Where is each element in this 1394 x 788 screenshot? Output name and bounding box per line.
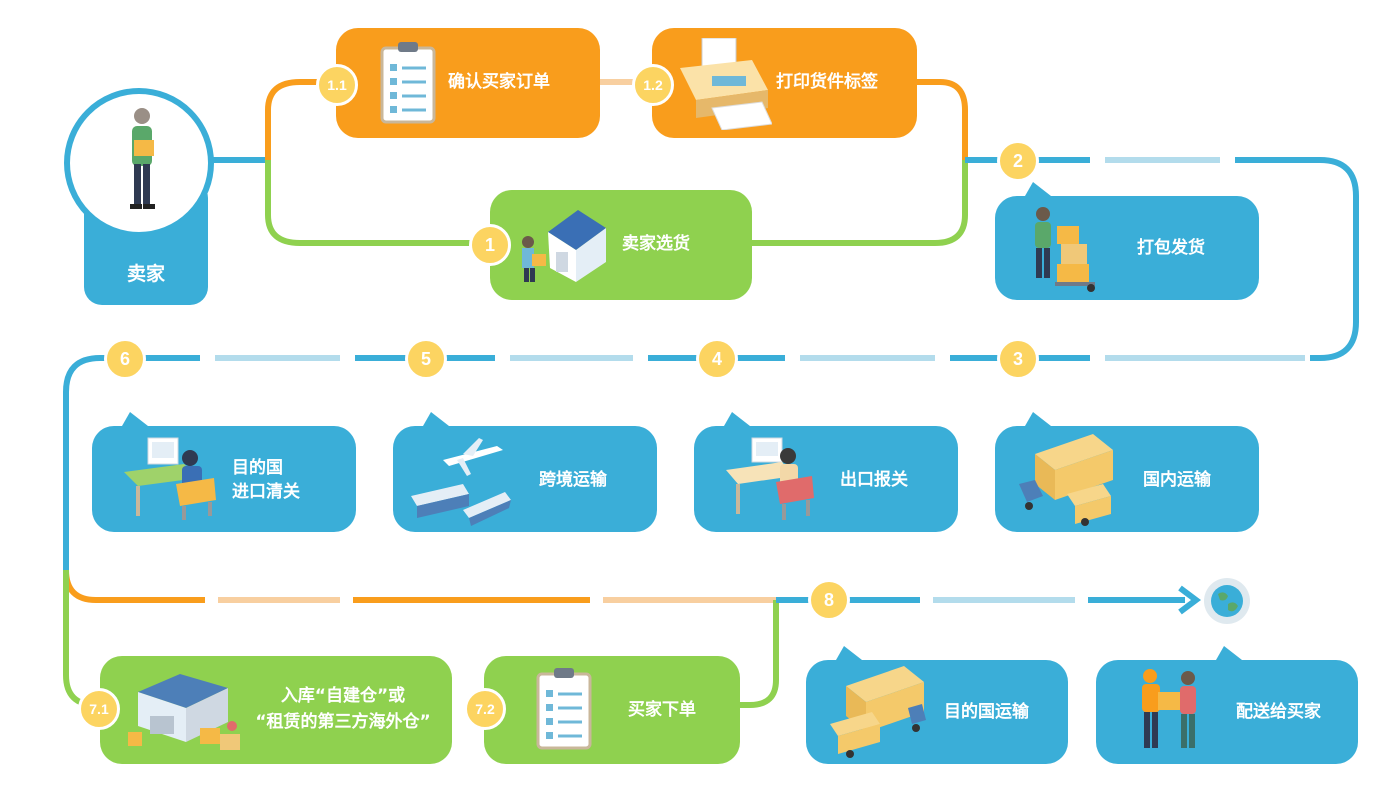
step-7-2-card: 买家下单	[484, 656, 740, 764]
customs-officer-desk-icon	[124, 437, 216, 520]
step-8-badge: 8	[808, 579, 850, 621]
arrow-head	[1178, 585, 1201, 615]
step-7-1-label-line1: 入库“自建仓”或	[280, 686, 406, 706]
step-1-1-label: 确认买家订单	[448, 72, 550, 92]
step-4-label: 出口报关	[840, 470, 908, 490]
step-2-badge: 2	[997, 140, 1039, 182]
step-1-2-badge: 1.2	[632, 64, 674, 106]
step-1-2-label: 打印货件标签	[776, 72, 878, 92]
plane-train-ship-icon	[411, 438, 511, 526]
step-4-card: 出口报关	[694, 412, 958, 532]
green-branch-line	[265, 160, 490, 246]
step-6-card: 目的国 进口清关	[92, 412, 356, 532]
step-3-card: 国内运输	[995, 412, 1259, 532]
step-6-badge: 6	[104, 338, 146, 380]
step-6-label-line2: 进口清关	[232, 482, 300, 502]
step-5-badge: 5	[405, 338, 447, 380]
step-7-2-label: 买家下单	[628, 700, 696, 720]
step-2-card: 打包发货	[995, 182, 1259, 300]
step-1-1-badge: 1.1	[316, 64, 358, 106]
worker-hand-truck-icon	[1035, 207, 1095, 292]
step-4-badge: 4	[696, 338, 738, 380]
step-8-domestic-transport-card: 目的国运输	[806, 646, 1068, 764]
warehouse-house-icon	[522, 210, 606, 282]
step-1-2-card: 打印货件标签	[652, 28, 917, 138]
step-1-badge: 1	[469, 224, 511, 266]
seller-label: 卖家	[126, 263, 165, 285]
step-7-1-badge: 7.1	[78, 688, 120, 730]
globe-icon	[1204, 578, 1250, 624]
step-2-label: 打包发货	[1137, 238, 1205, 258]
seller-avatar	[64, 88, 214, 238]
delivery-handover-icon	[1142, 669, 1196, 748]
step-7-1-label-line2: “租赁的第三方海外仓”	[255, 712, 431, 732]
step-5-card: 跨境运输	[393, 412, 657, 532]
overseas-warehouse-icon	[128, 674, 240, 750]
step-3-badge: 3	[997, 338, 1039, 380]
step-6-label-line1: 目的国	[232, 458, 283, 478]
step-8-delivery-card: 配送给买家	[1096, 646, 1358, 764]
clipboard-checklist-icon	[380, 42, 436, 124]
seller-holding-box-icon	[130, 108, 155, 209]
orange-branch-line	[265, 79, 335, 160]
clipboard-checklist-icon	[536, 668, 592, 750]
step-1-label: 卖家选货	[622, 234, 690, 254]
step-8-domestic-transport-label: 目的国运输	[944, 702, 1029, 722]
green-return-line	[752, 160, 968, 246]
step-3-label: 国内运输	[1143, 470, 1211, 490]
container-trucks-icon	[830, 666, 926, 758]
step-1-card: 卖家选货	[490, 190, 752, 300]
orange-return-line	[915, 79, 968, 160]
step-8-delivery-label: 配送给买家	[1236, 702, 1321, 722]
container-trucks-icon	[1019, 434, 1113, 526]
customs-officer-desk-icon	[726, 437, 814, 520]
step-7-1-card: 入库“自建仓”或 “租赁的第三方海外仓”	[100, 656, 452, 764]
step-1-1-card: 确认买家订单	[336, 28, 600, 138]
step-5-label: 跨境运输	[539, 470, 607, 490]
label-printer-icon	[680, 38, 772, 130]
step-7-2-badge: 7.2	[464, 688, 506, 730]
